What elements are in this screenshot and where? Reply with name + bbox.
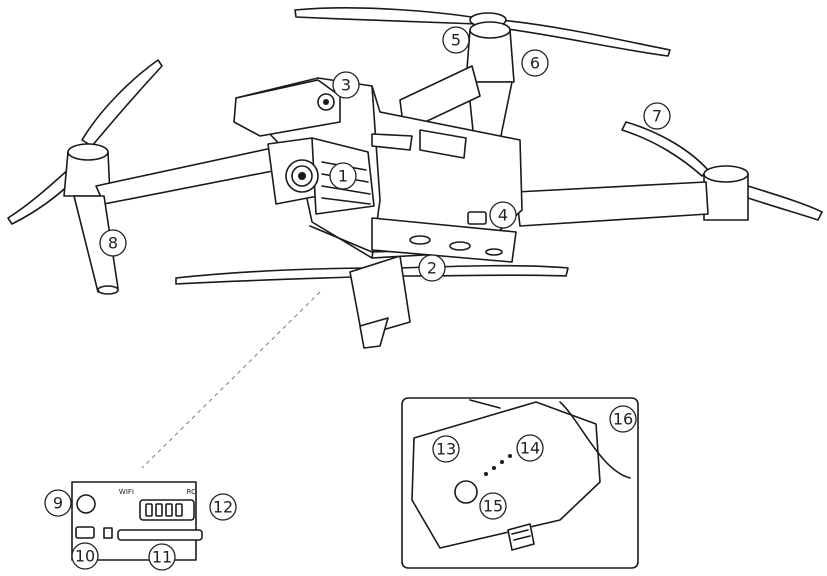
callout-9: 9: [44, 489, 72, 517]
callout-2-label: 2: [427, 259, 437, 278]
sd-card-icon: [103, 527, 113, 539]
battery-level-led-1: [484, 472, 488, 476]
callout-13-label: 13: [436, 440, 456, 459]
callout-15-label: 15: [483, 497, 503, 516]
arm-front-left: [95, 147, 279, 205]
propeller-rear-left: [175, 267, 381, 285]
callout-3: 3: [332, 71, 360, 99]
vent: [419, 129, 467, 159]
callout-16-label: 16: [613, 410, 633, 429]
callout-11-label: 11: [152, 548, 172, 567]
callout-4-label: 4: [498, 206, 508, 225]
link-button: [76, 494, 96, 514]
battery-level-led-3: [500, 460, 504, 464]
callout-5-label: 5: [451, 31, 461, 50]
arm-front-right: [515, 181, 709, 227]
battery-level-led-4: [508, 454, 512, 458]
callout-15: 15: [479, 492, 507, 520]
power-button: [454, 480, 478, 504]
callout-10: 10: [71, 542, 99, 570]
callout-8-label: 8: [108, 234, 118, 253]
port-leader-line: [141, 291, 321, 469]
drone-illustration: [7, 7, 823, 349]
landing-leg-front-left: [73, 195, 119, 293]
callout-12: 12: [209, 493, 237, 521]
callout-1-label: 1: [338, 167, 348, 186]
callout-7-label: 7: [652, 107, 662, 126]
callout-7: 7: [643, 102, 671, 130]
battery-level-led-2: [492, 466, 496, 470]
port-panel: WIFI RC: [71, 481, 203, 561]
callout-12-label: 12: [213, 498, 233, 517]
forward-vision-sensor: [233, 79, 341, 137]
callout-4: 4: [489, 201, 517, 229]
callout-6-label: 6: [530, 54, 540, 73]
rc-label: RC: [187, 488, 197, 496]
microsd-card-slot: [117, 529, 203, 541]
callout-8: 8: [99, 229, 127, 257]
propeller-front-left: [7, 59, 163, 225]
front-led: [467, 211, 487, 225]
callout-3-label: 3: [341, 76, 351, 95]
control-mode-switch: [139, 499, 195, 521]
callout-13: 13: [432, 435, 460, 463]
callout-2: 2: [418, 254, 446, 282]
callout-14: 14: [516, 434, 544, 462]
callout-1: 1: [329, 162, 357, 190]
callout-16: 16: [609, 405, 637, 433]
callout-9-label: 9: [53, 494, 63, 513]
callout-6: 6: [521, 49, 549, 77]
callout-11: 11: [148, 543, 176, 571]
callout-14-label: 14: [520, 439, 540, 458]
callout-5: 5: [442, 26, 470, 54]
battery-panel: [401, 397, 639, 569]
intelligent-flight-battery: [411, 401, 601, 549]
downward-vision-plate: [371, 217, 517, 263]
propeller-front-right: [621, 121, 823, 221]
link-status-indicator: [75, 526, 95, 539]
motor-rear-left: [349, 255, 411, 337]
callout-10-label: 10: [75, 547, 95, 566]
wifi-label: WIFI: [119, 488, 134, 496]
